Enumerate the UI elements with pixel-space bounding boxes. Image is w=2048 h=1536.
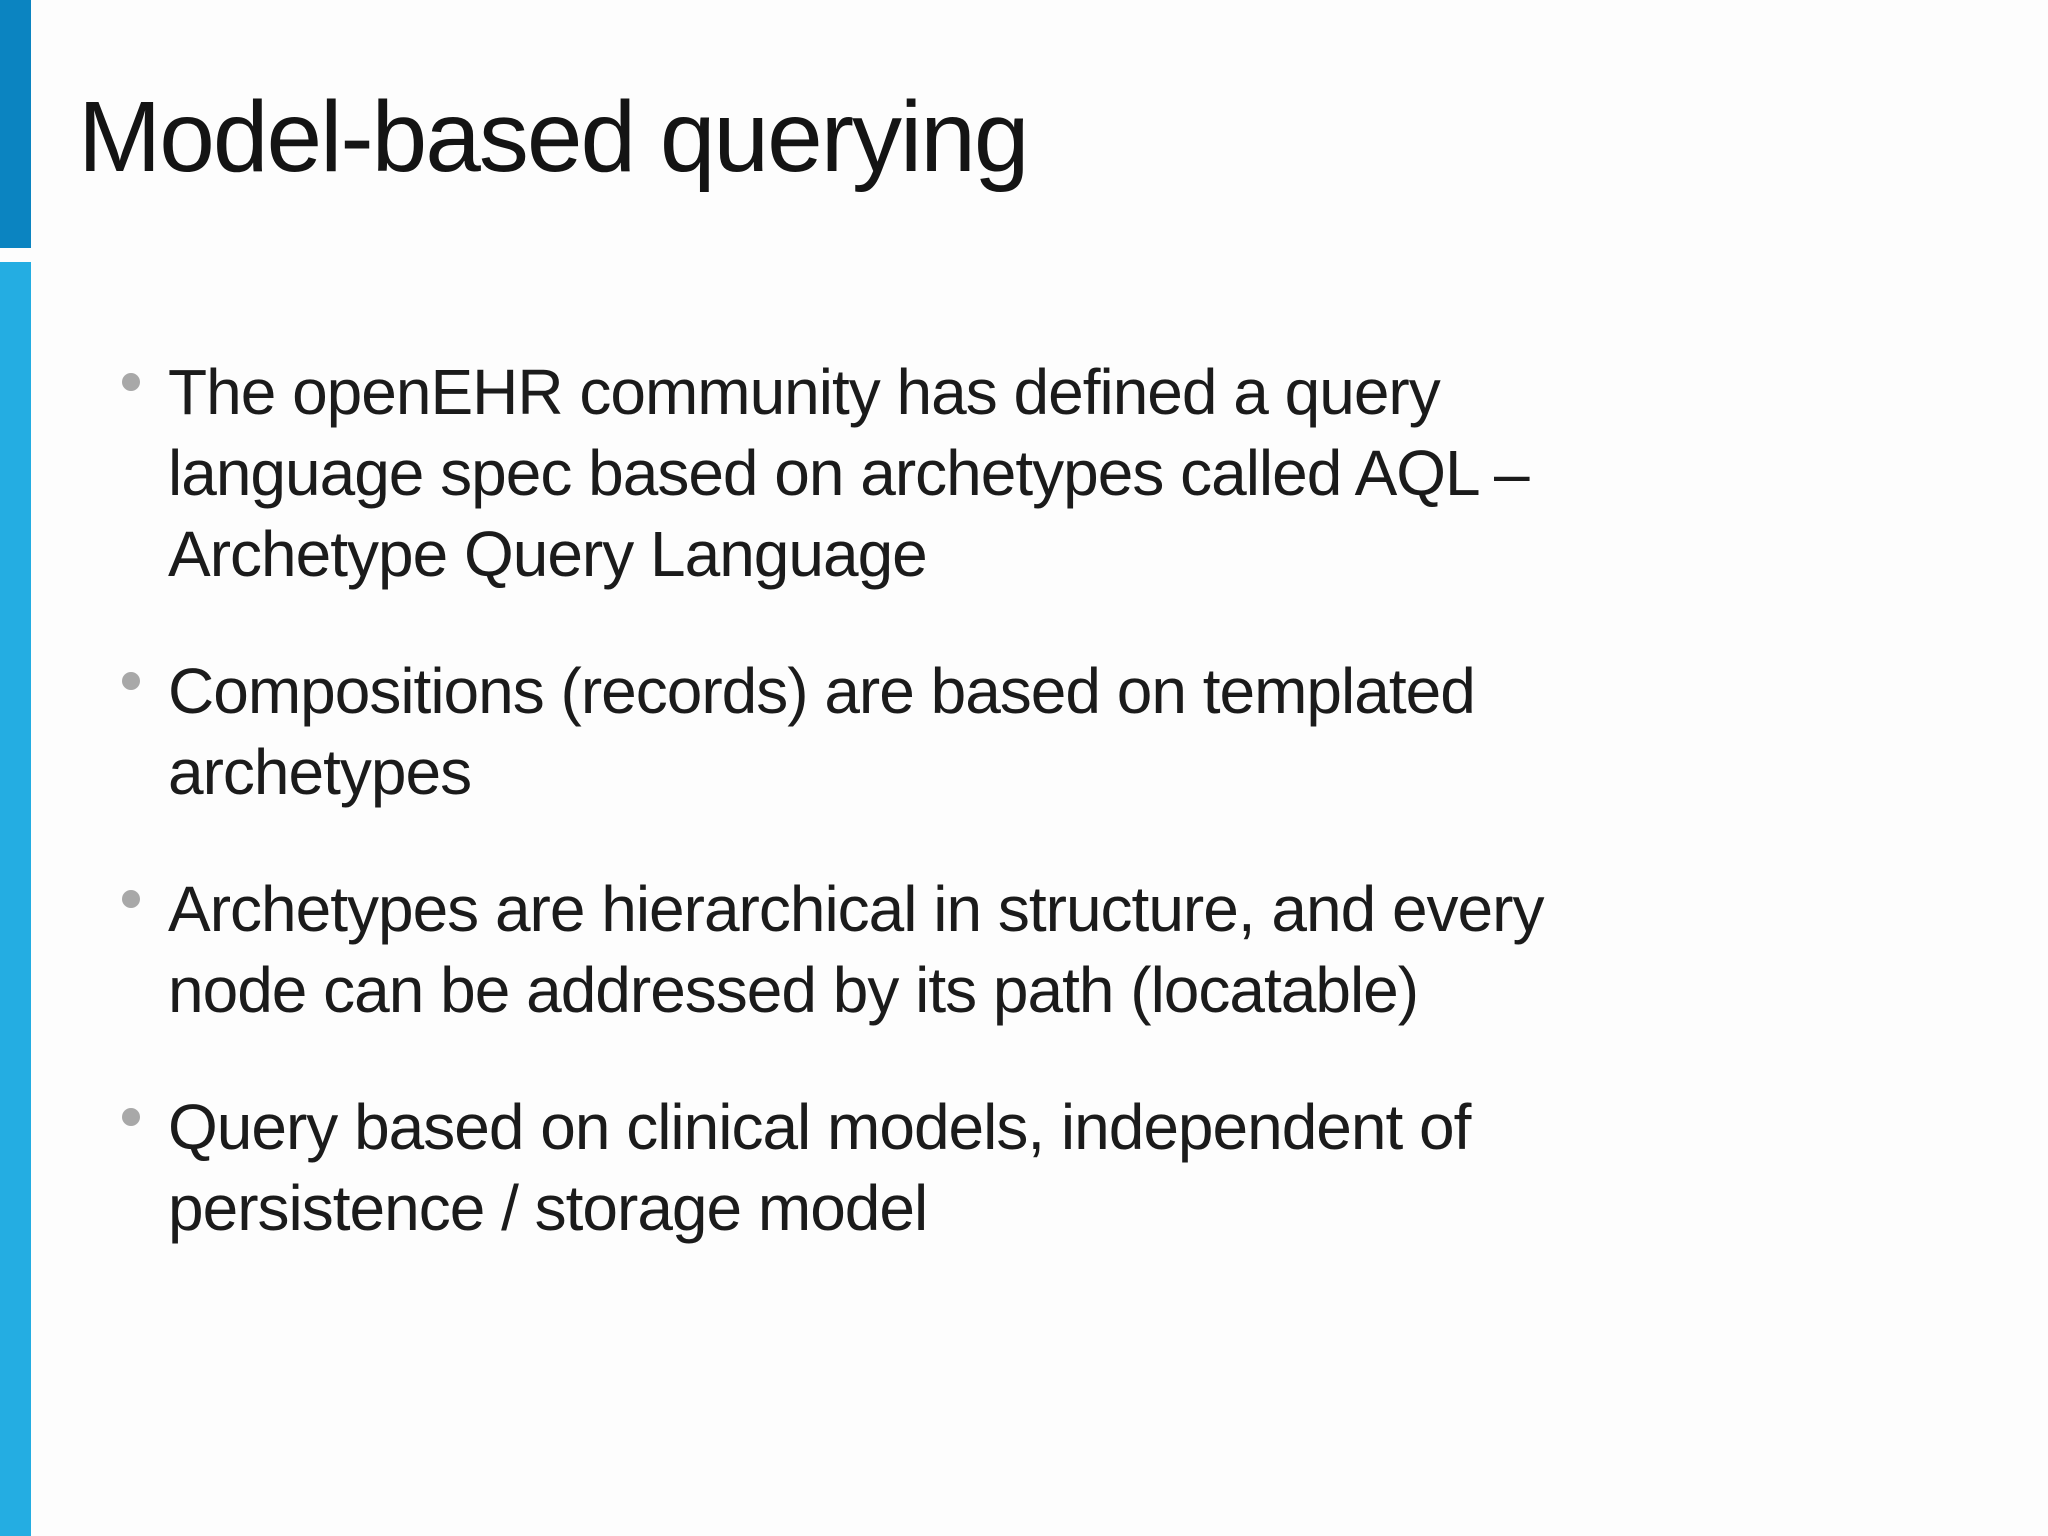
bullet-line: The openEHR community has defined a quer… <box>168 356 1441 428</box>
bullet-line: language spec based on archetypes called… <box>168 437 1530 509</box>
bullet-line: Archetype Query Language <box>168 518 928 590</box>
accent-bar-bottom <box>0 262 31 1536</box>
bullet-text: The openEHR community has defined a quer… <box>168 352 1530 595</box>
bullet-text: Archetypes are hierarchical in structure… <box>168 869 1544 1031</box>
bullet-item: Compositions (records) are based on temp… <box>122 651 1902 813</box>
slide-title: Model-based querying <box>78 81 1030 193</box>
bullet-line: archetypes <box>168 736 472 808</box>
bullet-item: Archetypes are hierarchical in structure… <box>122 869 1902 1031</box>
bullet-item: The openEHR community has defined a quer… <box>122 352 1902 595</box>
bullet-dot-icon <box>122 890 140 908</box>
bullet-line: persistence / storage model <box>168 1172 928 1244</box>
bullet-dot-icon <box>122 1108 140 1126</box>
bullet-line: Compositions (records) are based on temp… <box>168 655 1476 727</box>
bullet-dot-icon <box>122 373 140 391</box>
bullet-line: Archetypes are hierarchical in structure… <box>168 873 1544 945</box>
bullet-dot-icon <box>122 672 140 690</box>
bullet-item: Query based on clinical models, independ… <box>122 1087 1902 1249</box>
bullet-line: node can be addressed by its path (locat… <box>168 954 1419 1026</box>
bullet-text: Query based on clinical models, independ… <box>168 1087 1471 1249</box>
bullet-text: Compositions (records) are based on temp… <box>168 651 1476 813</box>
bullet-line: Query based on clinical models, independ… <box>168 1091 1471 1163</box>
accent-bar-top <box>0 0 31 248</box>
bullet-list: The openEHR community has defined a quer… <box>122 352 1902 1305</box>
